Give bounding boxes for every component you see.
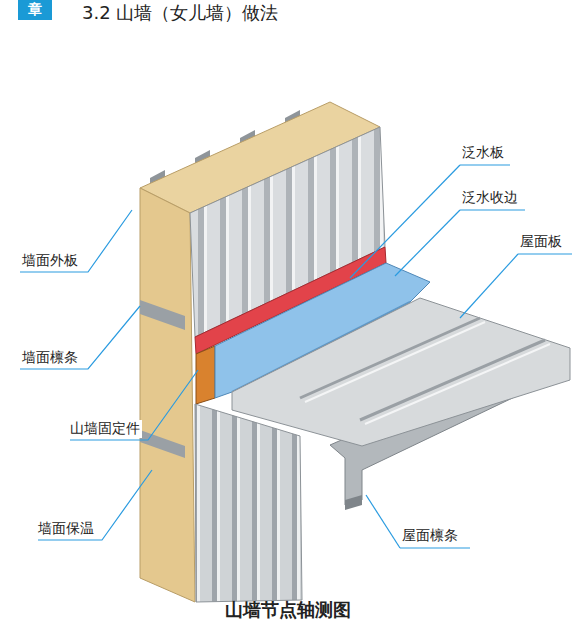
part-label: 墙面保温 — [36, 520, 96, 538]
part-label: 屋面檩条 — [400, 527, 460, 545]
part-label: 屋面板 — [518, 233, 564, 251]
figure-caption: 山墙节点轴测图 — [225, 598, 351, 622]
part-label: 泛水板 — [460, 144, 506, 162]
part-label: 墙面檩条 — [20, 349, 80, 367]
part-label: 墙面外板 — [20, 252, 80, 270]
tag-text: 章 — [18, 1, 52, 19]
page-title: 3.2 山墙（女儿墙）做法 — [82, 1, 278, 25]
chapter-tag: 章 — [18, 0, 52, 20]
part-label: 山墙固定件 — [68, 420, 142, 438]
part-label: 泛水收边 — [460, 189, 520, 207]
